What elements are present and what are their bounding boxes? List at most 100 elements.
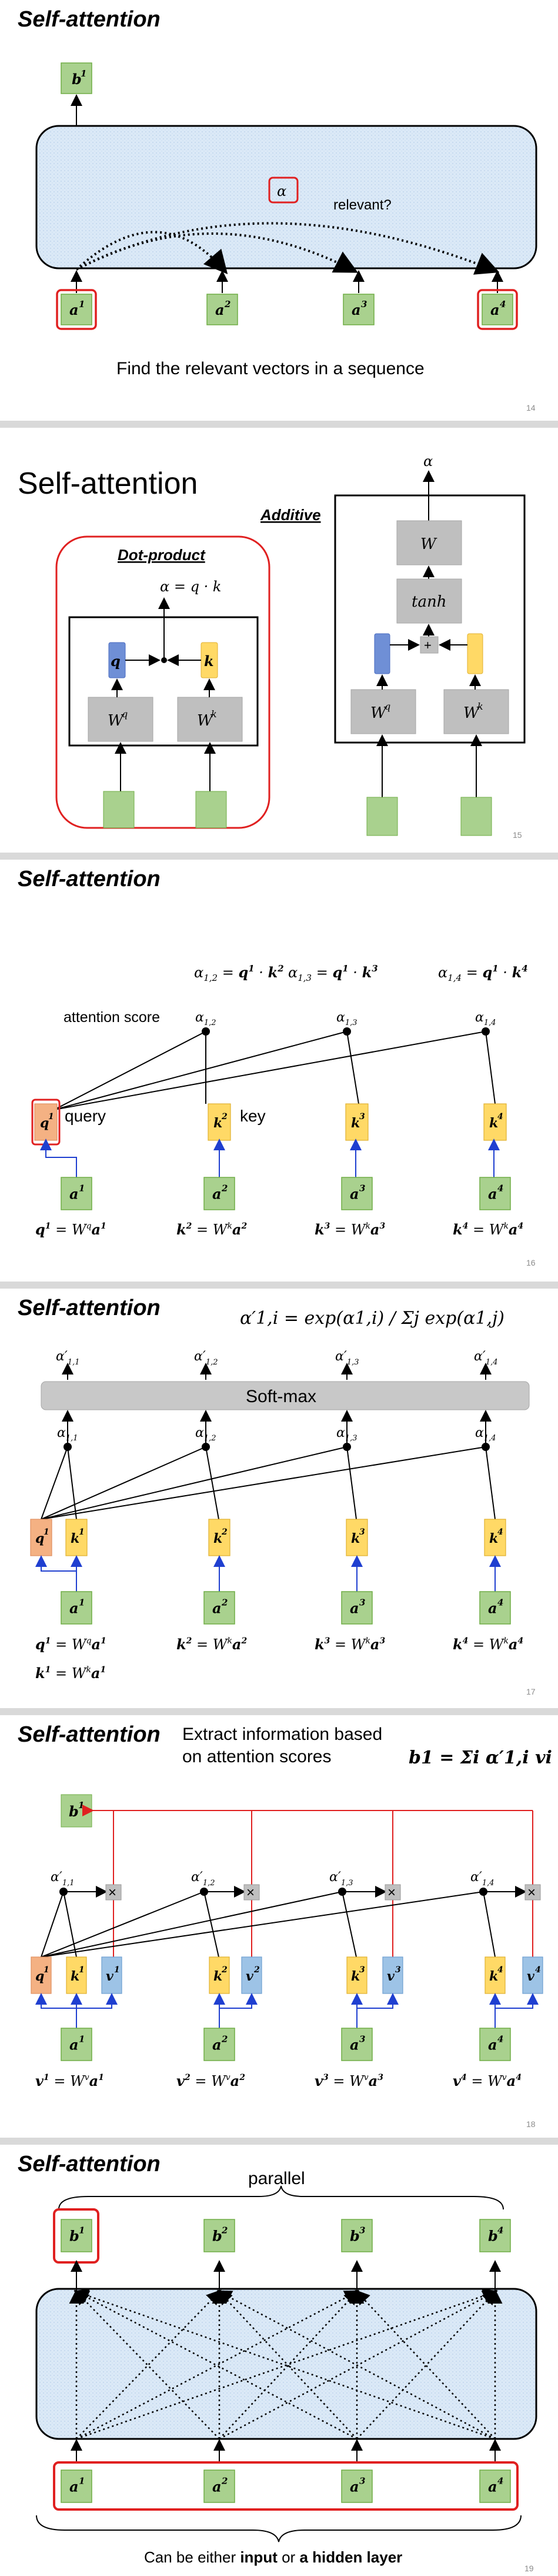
relevant-label: relevant? [333,197,392,213]
input-sup: 2 [224,299,230,309]
input-sup: 1 [79,2034,85,2045]
input-label: a [69,301,79,318]
output-label: b [212,2228,222,2245]
score-formula-1: α1,3 = q1 · k3 [288,963,378,983]
page-number: 18 [526,2119,536,2129]
wq-box [88,697,153,742]
page-number: 15 [513,830,522,840]
key-box-4-sup: 4 [497,1527,503,1537]
equation-k4: k4 = Wka4 [453,1221,523,1238]
slide-title: Self-attention [18,7,161,32]
slide-title: Self-attention [18,1722,161,1747]
equation-k3: k3 = Wka3 [315,1636,385,1653]
caption-hidden: a hidden layer [299,2548,402,2566]
equation-q1: q1 = Wqa1 [35,1636,106,1653]
input-sup: 4 [497,2476,503,2487]
key-box-4-sup: 4 [497,1112,503,1121]
wk-label: W [197,712,214,730]
key-label: key [240,1107,266,1125]
attention-score-label: attention score [64,1009,160,1026]
input-box-a2 [206,294,238,325]
output-sup: 4 [497,2225,503,2236]
alpha-node-label: α1,2 [195,1010,216,1027]
output-sup: 3 [359,2225,365,2236]
equation-v3: v3 = Wva3 [315,2072,383,2089]
equation-k2: k2 = Wka2 [176,1221,247,1238]
q-label: q [111,653,121,670]
key-box-4-sup: 4 [497,1965,503,1975]
key-box-2-label: k [213,1531,222,1546]
alpha-node-label: α1,3 [336,1426,357,1443]
key-box-4-label: k [489,1531,498,1546]
wk-sup: k [211,708,217,720]
key-box-3-label: k [351,1531,360,1546]
alpha-highlight-box [268,177,299,204]
input-label: a [212,2478,222,2495]
alpha-node-label: α1,2 [195,1426,216,1443]
attention-mesh [69,2288,503,2440]
value-box-4-sup: 4 [535,1965,541,1975]
alpha-prime-label: α′1,1 [51,1870,75,1888]
output-label: b [350,2228,360,2245]
input-label: a [212,1600,222,1617]
page-number: 16 [526,1258,536,1267]
input-sup: 3 [359,1597,365,1608]
query-label: query [65,1107,106,1125]
input-label: a [488,2036,497,2054]
input-sup: 1 [79,1183,85,1194]
caption-mid: or [278,2548,300,2566]
multiply-box [385,1884,401,1901]
key-box-1-label: k [71,1969,79,1984]
alpha-prime-label: α′1,2 [191,1870,215,1888]
alpha-prime-label: α′1,4 [470,1870,494,1888]
input-box-a1 [61,2028,92,2061]
input-sup: 3 [359,2034,365,2045]
multiply-box [105,1884,122,1901]
tanh-label: tanh [412,593,446,611]
weighted-sum-lines [82,1805,533,1957]
input-box-a4 [479,1177,511,1210]
slide-18: Self-attention Extract information based… [0,1715,558,2138]
equation-v1: v1 = Wva1 [35,2072,104,2089]
key-box-1-sup: 1 [79,1965,85,1975]
query-box-sup: 1 [48,1112,54,1121]
additive-q-vector [374,633,390,674]
softmax-formula: α′1,i = exp(α1,i) / Σj exp(α1,j) [240,1308,504,1329]
plus-box [420,636,439,654]
tanh-box [396,578,462,624]
alpha-prime-label: α′1,3 [329,1870,353,1888]
inputs-highlight [53,2461,519,2511]
input-label: a [352,301,361,318]
input-label: a [350,2478,359,2495]
alpha-node-label: α1,4 [475,1426,496,1443]
score-lines [41,1891,496,1958]
softmax-bar [41,1381,530,1410]
plus-label: + [424,638,432,653]
input-box-a2 [203,1177,235,1210]
additive-wq-label: W [370,704,387,722]
key-box-3 [346,1956,367,1994]
query-box-sup: 1 [44,1965,49,1975]
input-box-a1 [61,1177,92,1210]
input-box-a1 [61,294,92,325]
equation-k2: k2 = Wka2 [176,1636,247,1653]
input-box-a4 [479,1591,511,1625]
slide-title: Self-attention [18,867,161,891]
query-box-label: q [35,1531,44,1546]
slide-17: Self-attention α′1,i = exp(α1,i) / Σj ex… [0,1289,558,1708]
additive-box [334,494,526,744]
score-formula-0: α1,2 = q1 · k2 [194,963,284,983]
key-box-2-label: k [213,1116,222,1131]
page-number: 19 [524,2564,534,2573]
alpha-label: α [277,183,286,199]
extract-line1: Extract information based [182,1725,382,1744]
input-box-a3 [341,1177,373,1210]
parallel-brace [58,2185,504,2210]
input-box-a4 [479,2470,511,2503]
dot-product-container [55,535,270,829]
output-box-b2 [203,2219,235,2252]
additive-wq-box [350,689,416,734]
